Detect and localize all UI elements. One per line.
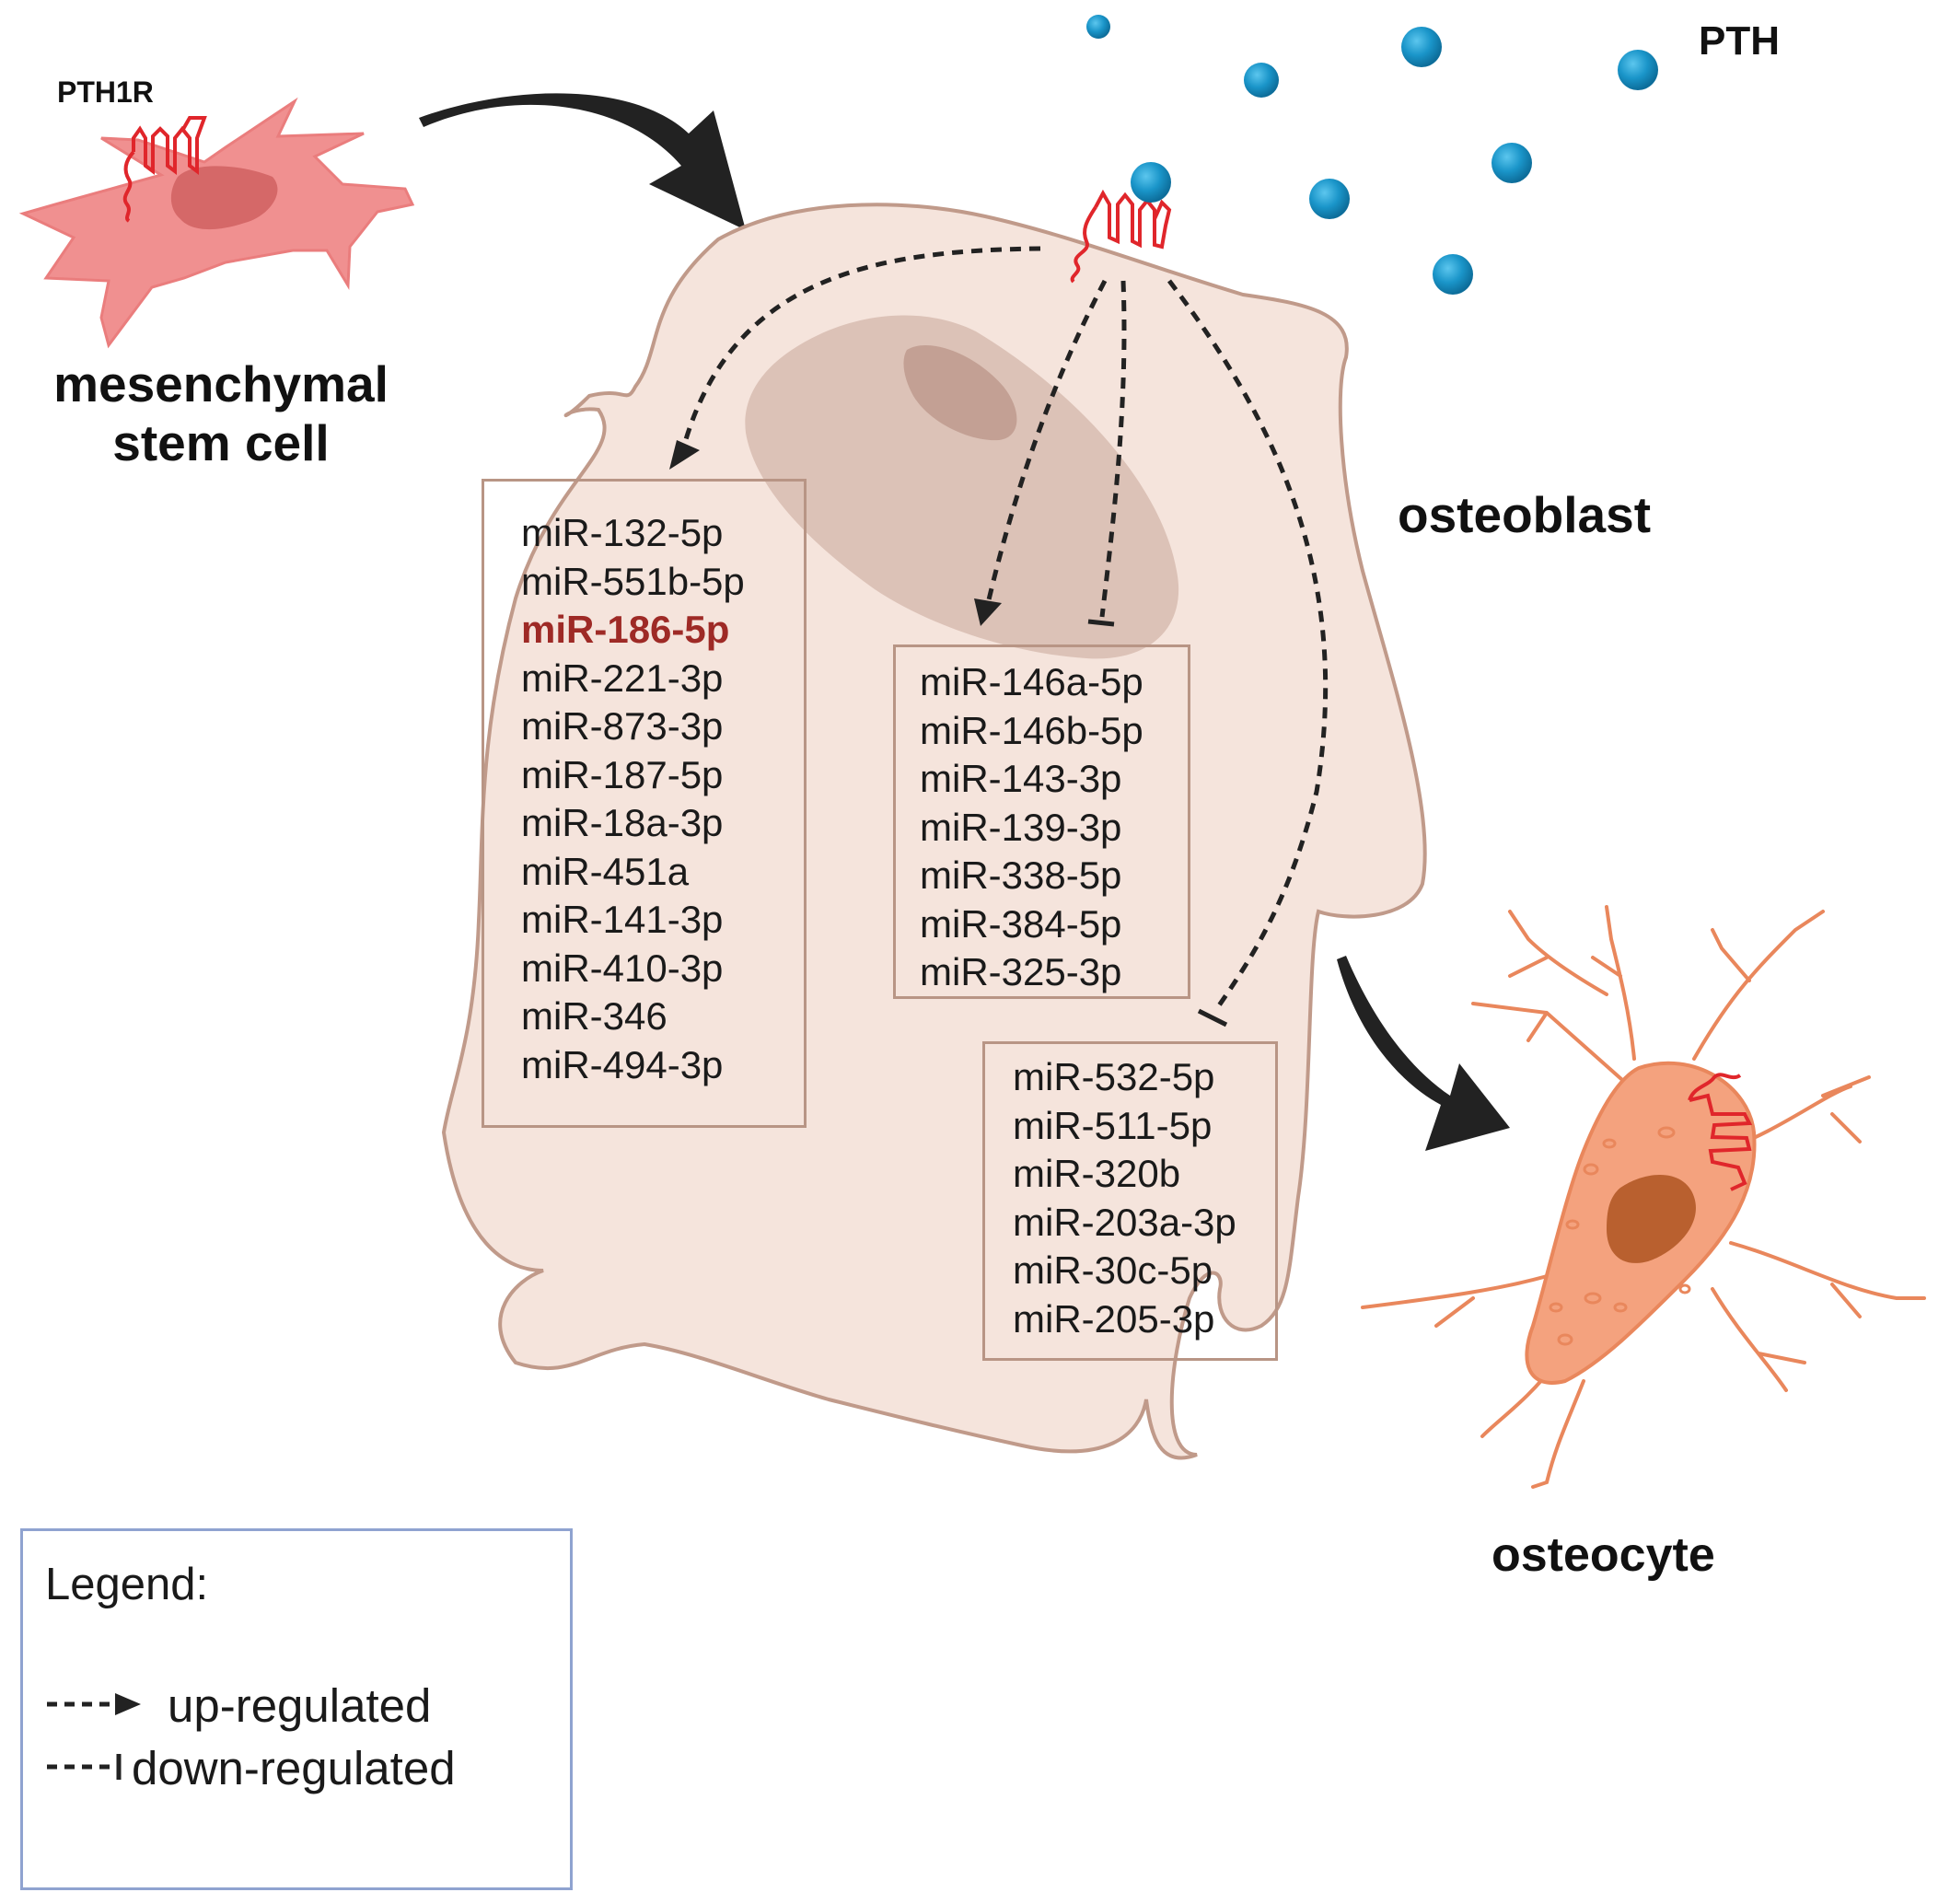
pth-label: PTH (1699, 18, 1780, 64)
mirna-item: miR-410-3p (521, 946, 724, 990)
arrow-to-left-box (679, 246, 1041, 457)
mirna-item: miR-551b-5p (521, 559, 745, 603)
osteocyte-nucleus (1607, 1175, 1696, 1263)
msc-label: mesenchymal stem cell (53, 355, 389, 471)
osteoblast-nucleolus (903, 344, 1017, 441)
arrow-to-right-box-down (1167, 279, 1329, 1013)
mirna-list-left: miR-132-5p miR-551b-5p miR-186-5p miR-22… (521, 509, 745, 1089)
mirna-item: miR-346 (521, 994, 667, 1038)
osteocyte-vesicles (1549, 1126, 1691, 1346)
osteoblast-nucleus (745, 315, 1179, 659)
mirna-item: miR-146a-5p (920, 660, 1143, 703)
mirna-item: miR-325-3p (920, 950, 1122, 993)
mirna-item: miR-141-3p (521, 898, 724, 941)
mesenchymal-stem-cell (18, 97, 415, 349)
mirna-item: miR-451a (521, 849, 690, 893)
legend-down-label: down-regulated (132, 1742, 456, 1794)
mirna-item: miR-494-3p (521, 1042, 724, 1086)
pth1r-receptor-osteoblast (1070, 189, 1172, 284)
bar-right-down (1197, 1008, 1228, 1027)
osteoblast-cell (441, 203, 1427, 1460)
bar-middle-down (1087, 619, 1115, 627)
mirna-item: miR-338-5p (920, 853, 1122, 897)
mirna-box-right: miR-532-5p miR-511-5p miR-320b miR-203a-… (982, 1041, 1278, 1361)
mirna-item: miR-18a-3p (521, 801, 724, 844)
arrow-to-middle-box-down (1099, 280, 1127, 618)
mirna-box-middle: miR-146a-5p miR-146b-5p miR-143-3p miR-1… (893, 644, 1190, 999)
mirna-item-highlighted: miR-186-5p (521, 608, 730, 651)
mirna-item: miR-205-3p (1013, 1296, 1215, 1341)
legend-title: Legend: (45, 1560, 209, 1609)
arrowhead-left-box (669, 440, 700, 470)
osteocyte-label: osteocyte (1492, 1528, 1715, 1582)
mirna-box-left: miR-132-5p miR-551b-5p miR-186-5p miR-22… (482, 479, 807, 1128)
mirna-item: miR-320b (1013, 1152, 1181, 1195)
legend-up-label: up-regulated (168, 1679, 432, 1732)
mirna-item: miR-30c-5p (1013, 1248, 1213, 1292)
mirna-item: miR-873-3p (521, 704, 724, 748)
pth1r-receptor-osteocyte (1688, 1073, 1753, 1191)
osteoblast-label: osteoblast (1398, 486, 1652, 543)
mirna-item: miR-532-5p (1013, 1055, 1215, 1098)
mirna-item: miR-203a-3p (1013, 1200, 1236, 1244)
mirna-item: miR-132-5p (521, 511, 724, 554)
arrowhead-middle-up (974, 598, 1002, 626)
differentiation-arrow-2 (1337, 956, 1510, 1151)
osteocyte-cell (1361, 905, 1926, 1489)
mirna-list-middle: miR-146a-5p miR-146b-5p miR-143-3p miR-1… (920, 658, 1143, 997)
pth1r-receptor-msc (122, 116, 207, 223)
pth-molecules (1086, 15, 1658, 295)
legend-up-symbol (47, 1693, 141, 1715)
pth1r-label: PTH1R (57, 75, 154, 109)
mirna-item: miR-146b-5p (920, 708, 1143, 752)
mirna-list-right: miR-532-5p miR-511-5p miR-320b miR-203a-… (1013, 1053, 1236, 1343)
mirna-item: miR-143-3p (920, 757, 1122, 800)
mirna-item: miR-139-3p (920, 805, 1122, 849)
mirna-item: miR-384-5p (920, 901, 1122, 946)
legend-down-symbol (47, 1754, 122, 1780)
mirna-item: miR-511-5p (1013, 1103, 1213, 1147)
arrow-to-middle-box-up (984, 279, 1108, 609)
mirna-item: miR-187-5p (521, 752, 724, 796)
legend-box: Legend: up-regulated down-regulated (20, 1528, 573, 1890)
differentiation-arrow-1 (419, 93, 746, 230)
mirna-item: miR-221-3p (521, 656, 724, 700)
regulation-arrows (679, 246, 1329, 1013)
